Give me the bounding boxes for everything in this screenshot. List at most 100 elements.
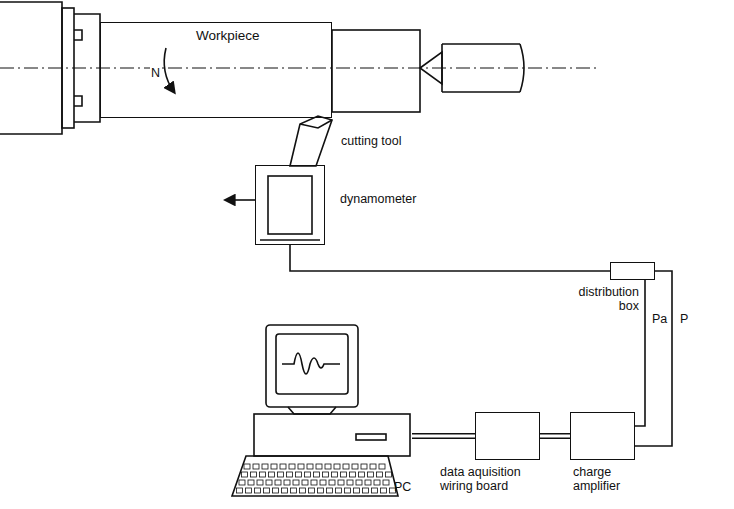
key — [257, 480, 263, 485]
key — [345, 488, 351, 493]
key — [298, 464, 304, 469]
key — [293, 480, 299, 485]
key — [269, 472, 275, 477]
key — [314, 472, 320, 477]
key — [341, 472, 347, 477]
key — [255, 488, 261, 493]
monitor — [266, 325, 358, 407]
key — [377, 472, 383, 477]
key — [271, 464, 277, 469]
key — [372, 488, 378, 493]
key — [311, 480, 317, 485]
key — [246, 488, 252, 493]
centre-line — [0, 68, 600, 69]
cable-outer — [540, 433, 570, 439]
key — [253, 464, 259, 469]
signal-wire — [635, 271, 672, 446]
key — [359, 472, 365, 477]
key — [343, 464, 349, 469]
key — [237, 488, 243, 493]
workpiece: Workpiece — [100, 22, 332, 118]
keyboard — [232, 456, 398, 496]
key — [316, 464, 322, 469]
node-text: data aquisition wiring board — [440, 465, 544, 493]
key — [275, 480, 281, 485]
key — [264, 488, 270, 493]
key — [379, 464, 385, 469]
data-acquisition-board: data aquisition wiring board — [475, 412, 540, 460]
key — [287, 472, 293, 477]
key — [327, 488, 333, 493]
part-label: cutting tool — [340, 134, 402, 148]
system-unit — [254, 414, 410, 456]
node-text: charge amplifier — [573, 465, 643, 493]
node-text: distribution box — [567, 285, 639, 313]
key — [266, 480, 272, 485]
cable-outer — [412, 433, 475, 439]
key — [251, 472, 257, 477]
signal-label: Pa — [651, 312, 668, 326]
key — [302, 480, 308, 485]
cable — [540, 436, 570, 437]
key — [248, 480, 254, 485]
key — [291, 488, 297, 493]
key — [280, 464, 286, 469]
key — [242, 472, 248, 477]
screen — [276, 334, 348, 394]
key — [361, 464, 367, 469]
key — [329, 480, 335, 485]
key — [350, 472, 356, 477]
signal-wire — [290, 245, 610, 271]
key — [244, 464, 250, 469]
key — [300, 488, 306, 493]
key — [383, 480, 389, 485]
cutting-tool — [290, 116, 332, 166]
key — [284, 480, 290, 485]
key — [386, 472, 392, 477]
pc: PC — [228, 322, 412, 502]
dynamometer-box: dynamometer — [255, 165, 325, 245]
rotation-arrow — [164, 48, 174, 92]
key — [365, 480, 371, 485]
key — [260, 472, 266, 477]
key — [289, 464, 295, 469]
key — [282, 488, 288, 493]
key — [370, 464, 376, 469]
key — [323, 472, 329, 477]
wire-path — [290, 245, 610, 271]
key — [334, 464, 340, 469]
key — [336, 488, 342, 493]
charge-amplifier: charge amplifier — [570, 412, 635, 460]
key — [307, 464, 313, 469]
cable-inner — [412, 435, 475, 438]
drive-slot — [356, 434, 386, 440]
computer-outline — [228, 322, 412, 502]
signal-label: P — [679, 312, 689, 326]
node-text: Workpiece — [196, 28, 260, 44]
key — [273, 488, 279, 493]
distribution-box: distribution box — [610, 262, 655, 280]
key — [309, 488, 315, 493]
key — [278, 472, 284, 477]
node-text: PC — [394, 480, 411, 494]
rotation-label: N — [150, 66, 161, 80]
key — [239, 480, 245, 485]
key — [354, 488, 360, 493]
key — [262, 464, 268, 469]
dynamometer-base — [260, 239, 320, 241]
node-text: dynamometer — [340, 192, 416, 206]
key — [325, 464, 331, 469]
cable-inner — [540, 435, 570, 438]
wire-path — [635, 271, 672, 446]
key — [368, 472, 374, 477]
key — [296, 472, 302, 477]
workpiece-end — [332, 30, 420, 112]
key — [332, 472, 338, 477]
key — [305, 472, 311, 477]
cable — [412, 436, 475, 437]
feed-arrow — [226, 199, 255, 201]
key — [374, 480, 380, 485]
key — [381, 488, 387, 493]
